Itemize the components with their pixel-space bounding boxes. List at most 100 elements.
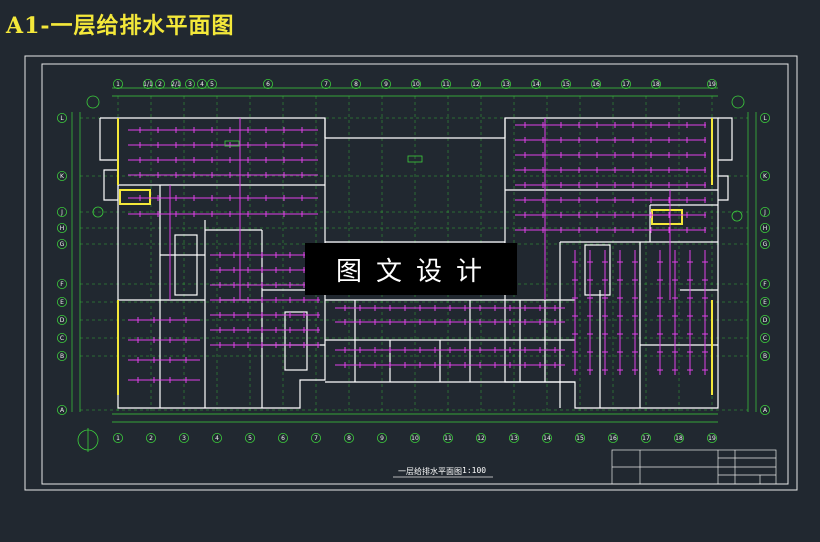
axis-bubble-top-5: 5: [206, 79, 217, 90]
svg-text:10: 10: [411, 435, 419, 442]
axis-bubble-bottom-8: 8: [343, 432, 354, 443]
axis-bubble-right-K: K: [760, 170, 771, 181]
svg-text:9: 9: [384, 81, 388, 88]
svg-text:H: H: [763, 225, 768, 232]
svg-text:16: 16: [609, 435, 617, 442]
axis-bubble-bottom-3: 3: [178, 432, 189, 443]
axis-bubble-top-8: 8: [350, 79, 361, 90]
svg-text:12: 12: [477, 435, 485, 442]
axis-bubble-left-C: C: [57, 332, 68, 343]
axis-bubble-top-13: 13: [500, 79, 511, 90]
axis-bubble-top-18: 18: [651, 79, 662, 90]
highlighted-walls: [117, 118, 713, 395]
axis-bubble-top-16: 16: [591, 79, 602, 90]
watermark-label: 图文设计: [305, 243, 517, 295]
svg-text:L: L: [763, 115, 767, 122]
axis-bubble-top-15: 15: [561, 79, 572, 90]
svg-text:7: 7: [324, 81, 328, 88]
svg-text:C: C: [763, 335, 767, 342]
svg-text:2: 2: [149, 435, 153, 442]
axis-bubble-right-J: J: [760, 206, 771, 217]
svg-text:3: 3: [182, 435, 186, 442]
svg-text:5: 5: [210, 81, 214, 88]
svg-text:B: B: [763, 353, 767, 360]
svg-text:E: E: [763, 299, 767, 306]
svg-text:15: 15: [576, 435, 584, 442]
axis-bubble-bottom-9: 9: [376, 432, 387, 443]
axis-bubble-right-L: L: [760, 113, 771, 124]
svg-text:4: 4: [200, 81, 204, 88]
svg-text:6: 6: [281, 435, 285, 442]
axis-bubble-top-9: 9: [380, 79, 391, 90]
axis-bubble-bottom-4: 4: [211, 432, 222, 443]
title-block: [611, 449, 777, 485]
svg-text:18: 18: [652, 81, 660, 88]
svg-text:6: 6: [266, 81, 270, 88]
axis-bubble-top-10: 10: [410, 79, 421, 90]
axis-bubble-right-A: A: [760, 404, 771, 415]
svg-text:7: 7: [314, 435, 318, 442]
axis-bubble-left-J: J: [57, 206, 68, 217]
svg-text:K: K: [763, 173, 768, 180]
axis-bubble-top-2/1: 2/1: [170, 79, 181, 90]
svg-text:L: L: [60, 115, 64, 122]
axis-bubble-right-H: H: [760, 222, 771, 233]
axis-bubble-right-C: C: [760, 332, 771, 343]
axis-bubble-bottom-10: 10: [409, 432, 420, 443]
axis-bubble-bottom-18: 18: [674, 432, 685, 443]
svg-text:3: 3: [188, 81, 192, 88]
axis-bubble-top-2: 2: [154, 79, 165, 90]
svg-text:8: 8: [347, 435, 351, 442]
svg-text:17: 17: [642, 435, 650, 442]
svg-text:J: J: [60, 209, 63, 216]
svg-text:17: 17: [622, 81, 630, 88]
svg-text:15: 15: [562, 81, 570, 88]
axis-bubble-bottom-12: 12: [475, 432, 486, 443]
axis-bubble-right-F: F: [760, 278, 771, 289]
axis-bubble-bottom-1: 1: [113, 432, 124, 443]
axis-bubble-top-11: 11: [440, 79, 451, 90]
axis-bubble-top-3: 3: [184, 79, 195, 90]
svg-text:13: 13: [502, 81, 510, 88]
axis-bubble-bottom-7: 7: [310, 432, 321, 443]
svg-text:2: 2: [158, 81, 162, 88]
svg-text:8: 8: [354, 81, 358, 88]
svg-text:D: D: [763, 317, 768, 324]
svg-text:H: H: [60, 225, 65, 232]
svg-text:2/1: 2/1: [171, 81, 181, 88]
axis-bubble-left-L: L: [57, 113, 68, 124]
axis-bubble-bottom-5: 5: [244, 432, 255, 443]
plan-title: 一层给排水平面图: [398, 467, 462, 476]
svg-text:C: C: [60, 335, 64, 342]
svg-text:12: 12: [472, 81, 480, 88]
svg-text:14: 14: [543, 435, 551, 442]
svg-text:9: 9: [380, 435, 384, 442]
svg-text:F: F: [60, 281, 64, 288]
axis-bubble-top-7: 7: [320, 79, 331, 90]
svg-text:10: 10: [412, 81, 420, 88]
axis-bubble-right-D: D: [760, 314, 771, 325]
axis-bubble-right-G: G: [760, 238, 771, 249]
svg-text:18: 18: [675, 435, 683, 442]
green-fixtures: [77, 95, 745, 452]
svg-text:19: 19: [708, 435, 716, 442]
svg-text:G: G: [763, 241, 768, 248]
axis-bubble-right-E: E: [760, 296, 771, 307]
axis-bubble-left-H: H: [57, 222, 68, 233]
axis-bubble-left-B: B: [57, 350, 68, 361]
building-walls: [99, 117, 733, 409]
svg-text:J: J: [763, 209, 766, 216]
svg-text:D: D: [60, 317, 65, 324]
axis-bubble-bottom-13: 13: [508, 432, 519, 443]
axis-bubble-bottom-19: 19: [707, 432, 718, 443]
sheet-outer-frame: [24, 55, 798, 491]
svg-text:14: 14: [532, 81, 540, 88]
svg-text:A: A: [763, 407, 768, 414]
axis-bubble-top-1: 1: [113, 79, 124, 90]
svg-text:E: E: [60, 299, 64, 306]
axis-bubble-top-6: 6: [262, 79, 273, 90]
axis-bubble-top-12: 12: [470, 79, 481, 90]
axis-bubble-left-D: D: [57, 314, 68, 325]
